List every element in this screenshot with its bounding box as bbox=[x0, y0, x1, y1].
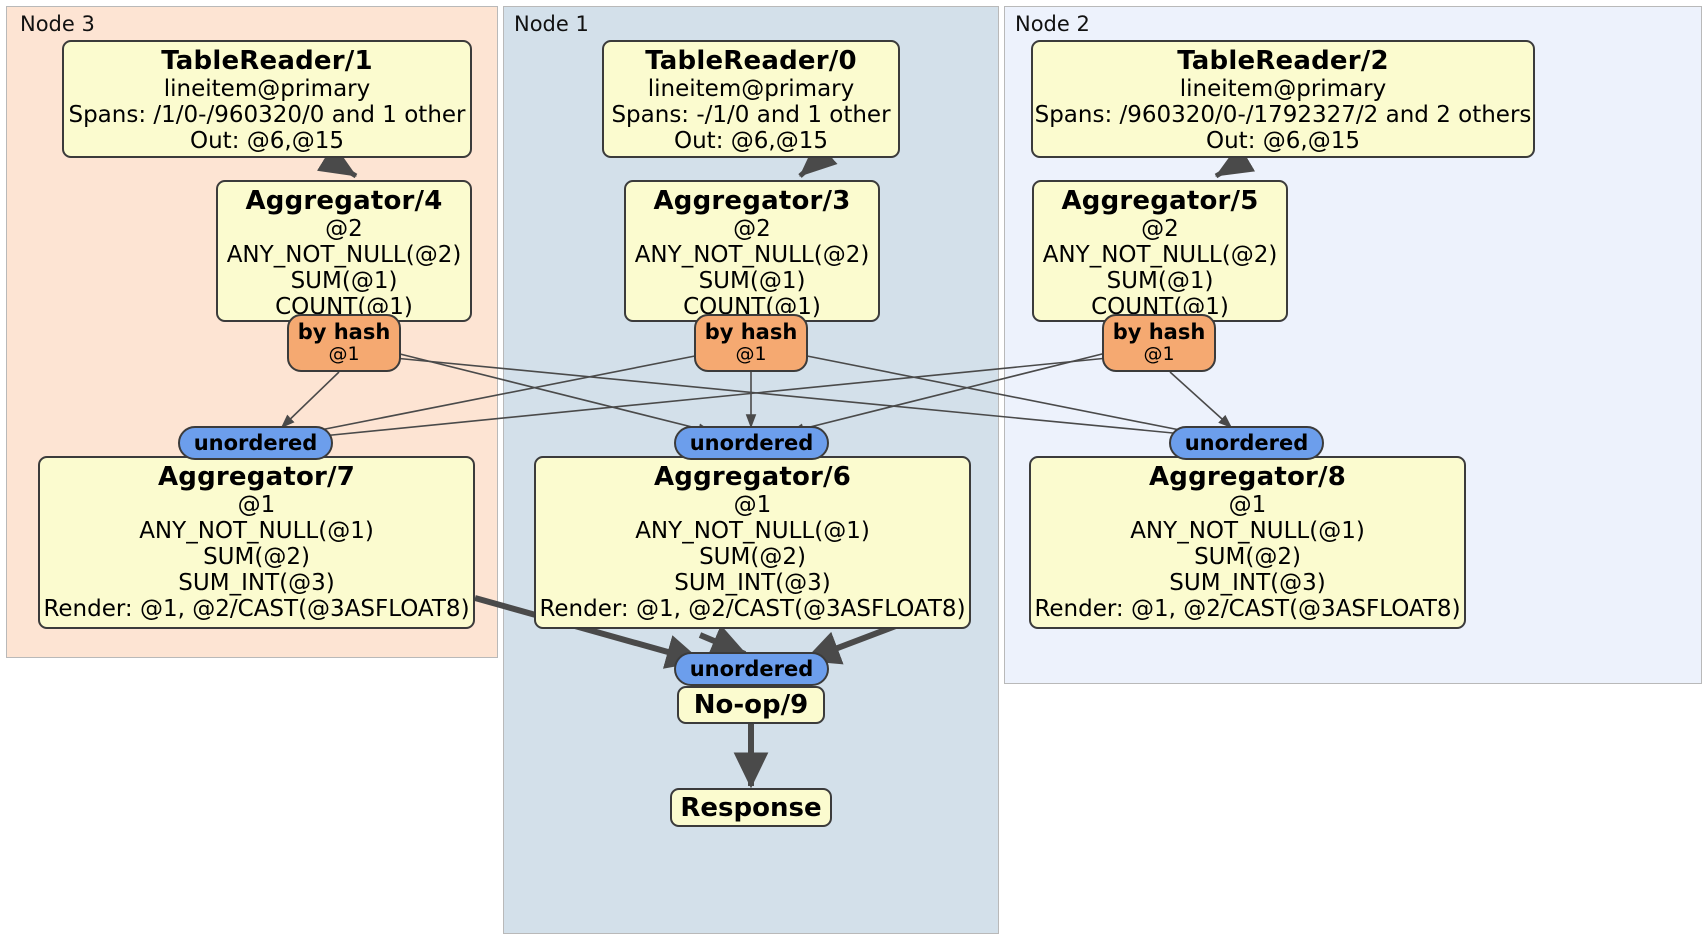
box-line: Spans: /960320/0-/1792327/2 and 2 others bbox=[1034, 102, 1532, 129]
box-line: Out: @6,@15 bbox=[190, 128, 344, 155]
router-label: by hash bbox=[297, 319, 391, 344]
box-line: ANY_NOT_NULL(@1) bbox=[1130, 518, 1365, 545]
box-title: TableReader/0 bbox=[645, 46, 857, 76]
box-line: SUM_INT(@3) bbox=[674, 570, 831, 597]
box-line: Spans: -/1/0 and 1 other bbox=[611, 102, 891, 129]
box-title: Aggregator/5 bbox=[1061, 186, 1259, 216]
box-line: @2 bbox=[325, 216, 363, 243]
box-line: lineitem@primary bbox=[1179, 76, 1387, 103]
processor-table-reader-0[interactable]: TableReader/0 lineitem@primary Spans: -/… bbox=[602, 40, 900, 158]
router-label: by hash bbox=[704, 319, 798, 344]
router-label: by hash bbox=[1112, 319, 1206, 344]
box-line: lineitem@primary bbox=[163, 76, 371, 103]
box-title: TableReader/1 bbox=[161, 46, 373, 76]
box-line: SUM(@1) bbox=[290, 268, 398, 295]
box-line: ANY_NOT_NULL(@2) bbox=[226, 242, 462, 269]
box-line: @1 bbox=[733, 492, 772, 519]
box-line: SUM_INT(@3) bbox=[178, 570, 335, 597]
box-line: ANY_NOT_NULL(@1) bbox=[139, 518, 374, 545]
box-title: Aggregator/8 bbox=[1148, 462, 1347, 492]
box-line: Render: @1, @2/CAST(@3ASFLOAT8) bbox=[43, 596, 470, 623]
processor-aggregator-3[interactable]: Aggregator/3 @2 ANY_NOT_NULL(@2) SUM(@1)… bbox=[624, 180, 880, 322]
box-title: Aggregator/4 bbox=[245, 186, 443, 216]
processor-aggregator-6[interactable]: Aggregator/6 @1 ANY_NOT_NULL(@1) SUM(@2)… bbox=[534, 456, 971, 629]
box-line: ANY_NOT_NULL(@1) bbox=[635, 518, 870, 545]
router-unordered-right[interactable]: unordered bbox=[1169, 426, 1324, 460]
router-unordered-center[interactable]: unordered bbox=[674, 426, 829, 460]
box-line: Spans: /1/0-/960320/0 and 1 other bbox=[68, 102, 466, 129]
router-by-hash-left[interactable]: by hash @1 bbox=[287, 314, 401, 372]
box-title: TableReader/2 bbox=[1177, 46, 1389, 76]
router-unordered-left[interactable]: unordered bbox=[178, 426, 333, 460]
node-label-node3: Node 3 bbox=[20, 12, 95, 36]
box-line: Render: @1, @2/CAST(@3ASFLOAT8) bbox=[539, 596, 966, 623]
processor-no-op-9[interactable]: No-op/9 bbox=[677, 686, 825, 724]
box-line: @2 bbox=[1141, 216, 1179, 243]
box-line: SUM(@1) bbox=[1106, 268, 1214, 295]
processor-table-reader-1[interactable]: TableReader/1 lineitem@primary Spans: /1… bbox=[62, 40, 472, 158]
processor-table-reader-2[interactable]: TableReader/2 lineitem@primary Spans: /9… bbox=[1031, 40, 1535, 158]
box-title: Aggregator/7 bbox=[157, 462, 356, 492]
processor-aggregator-4[interactable]: Aggregator/4 @2 ANY_NOT_NULL(@2) SUM(@1)… bbox=[216, 180, 472, 322]
node-label-node2: Node 2 bbox=[1015, 12, 1090, 36]
processor-aggregator-7[interactable]: Aggregator/7 @1 ANY_NOT_NULL(@1) SUM(@2)… bbox=[38, 456, 475, 629]
box-line: SUM(@2) bbox=[1194, 544, 1301, 571]
box-line: ANY_NOT_NULL(@2) bbox=[634, 242, 870, 269]
router-sublabel: @1 bbox=[1143, 343, 1175, 366]
box-line: SUM_INT(@3) bbox=[1169, 570, 1326, 597]
router-sublabel: @1 bbox=[735, 343, 767, 366]
box-line: Render: @1, @2/CAST(@3ASFLOAT8) bbox=[1034, 596, 1461, 623]
box-title: Aggregator/3 bbox=[653, 186, 851, 216]
router-by-hash-center[interactable]: by hash @1 bbox=[694, 314, 808, 372]
box-title: Aggregator/6 bbox=[653, 462, 852, 492]
processor-aggregator-5[interactable]: Aggregator/5 @2 ANY_NOT_NULL(@2) SUM(@1)… bbox=[1032, 180, 1288, 322]
box-line: @2 bbox=[733, 216, 771, 243]
box-line: SUM(@2) bbox=[699, 544, 806, 571]
router-sublabel: @1 bbox=[328, 343, 360, 366]
box-line: lineitem@primary bbox=[647, 76, 855, 103]
processor-response[interactable]: Response bbox=[670, 788, 832, 827]
processor-aggregator-8[interactable]: Aggregator/8 @1 ANY_NOT_NULL(@1) SUM(@2)… bbox=[1029, 456, 1466, 629]
box-line: @1 bbox=[1228, 492, 1267, 519]
box-line: Out: @6,@15 bbox=[674, 128, 828, 155]
box-line: ANY_NOT_NULL(@2) bbox=[1042, 242, 1278, 269]
router-by-hash-right[interactable]: by hash @1 bbox=[1102, 314, 1216, 372]
node-label-node1: Node 1 bbox=[514, 12, 589, 36]
box-line: Out: @6,@15 bbox=[1206, 128, 1360, 155]
router-unordered-final[interactable]: unordered bbox=[674, 652, 829, 686]
box-line: SUM(@2) bbox=[203, 544, 310, 571]
box-line: @1 bbox=[237, 492, 276, 519]
box-line: SUM(@1) bbox=[698, 268, 806, 295]
